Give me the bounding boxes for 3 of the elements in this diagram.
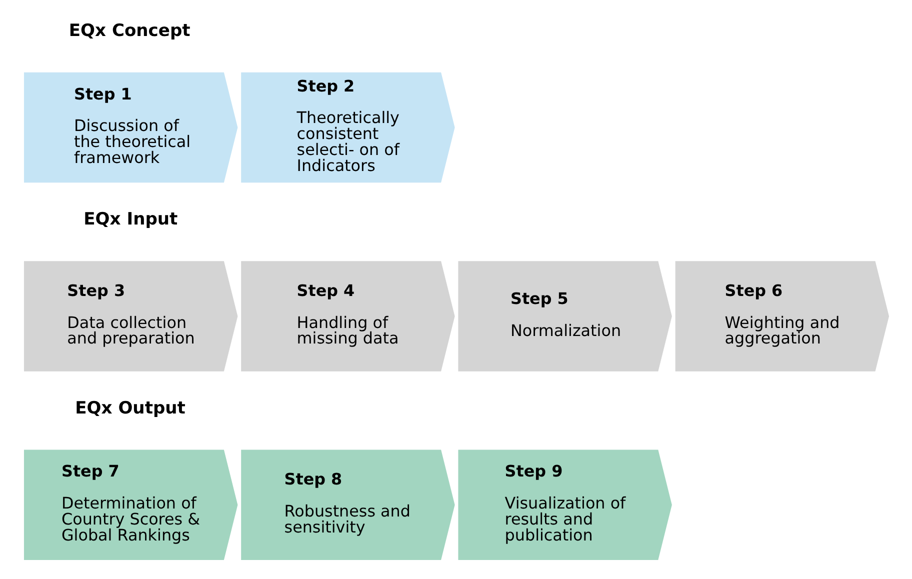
label: EQx Input: [83, 210, 178, 230]
label: EQx Output: [74, 398, 185, 418]
label: EQx Concept: [68, 21, 190, 42]
